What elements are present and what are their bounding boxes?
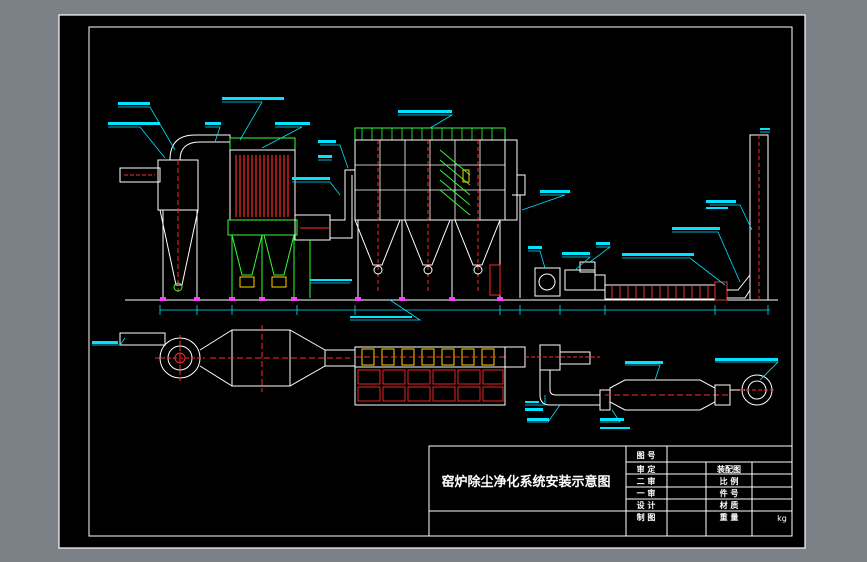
design-label: 设 计	[637, 500, 656, 510]
elevation-annotations	[108, 97, 770, 321]
horizontal-duct	[604, 281, 728, 301]
support-footings	[160, 297, 503, 301]
scrubber-plan	[354, 346, 526, 406]
cyclone-plan	[119, 329, 233, 387]
elevation-view	[108, 97, 778, 321]
approval-label: 审 定	[637, 464, 656, 474]
filter-bags-hatching	[235, 155, 289, 217]
dimension-line	[159, 305, 770, 315]
scrubber-tower	[354, 127, 518, 298]
first-review-label: 一 审	[637, 488, 656, 498]
scale-label: 比 例	[720, 476, 739, 486]
connecting-duct	[294, 169, 355, 298]
fan-plan	[525, 344, 600, 406]
plan-annotations	[92, 337, 779, 429]
material-label: 材 质	[720, 500, 739, 510]
part-number-label: 件 号	[720, 488, 739, 498]
induced-draft-fan	[534, 261, 606, 297]
cyclone-separator	[119, 134, 231, 298]
outlet-duct	[512, 174, 526, 196]
weight-unit: kg	[777, 514, 787, 523]
drafting-label: 制 图	[637, 512, 656, 522]
drawing-number-label: 图 号	[637, 451, 656, 460]
weight-label: 重 量	[720, 512, 739, 522]
chimney-stack	[727, 134, 769, 301]
chimney-plan	[740, 374, 774, 406]
second-review-label: 二 审	[637, 476, 656, 486]
title-block	[428, 445, 793, 537]
assembly-drawing-label: 装配图	[716, 464, 741, 474]
sheet-background	[59, 15, 805, 548]
outer-border	[58, 14, 806, 549]
plan-view	[92, 325, 779, 429]
drawing-title: 窑炉除尘净化系统安装示意图	[441, 474, 610, 490]
bag-filter-housing	[227, 137, 298, 298]
